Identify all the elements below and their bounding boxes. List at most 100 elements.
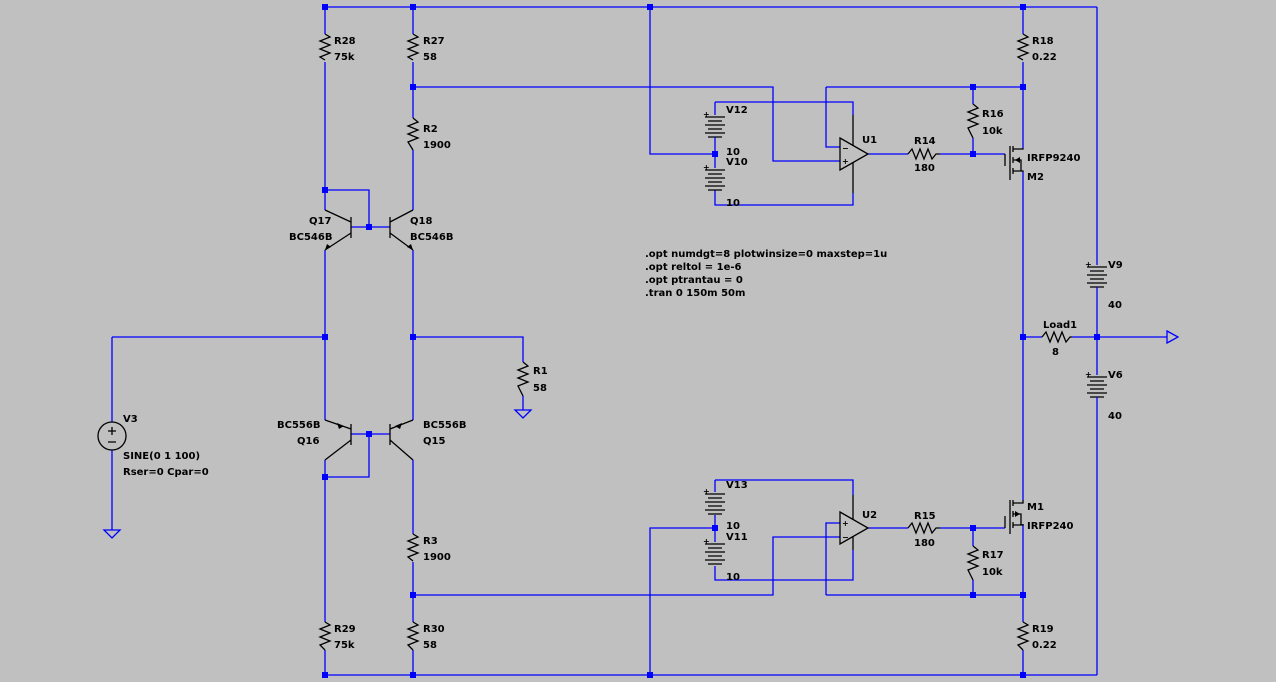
v12-label: V12 [726, 105, 748, 116]
v11-value: 10 [726, 572, 740, 583]
q16-model: BC556B [277, 420, 320, 431]
r30-label: R30 [423, 624, 445, 635]
m2-label: M2 [1027, 172, 1044, 183]
v13-label: V13 [726, 480, 748, 491]
v9-value: 40 [1108, 300, 1122, 311]
opamp-u2[interactable]: + − U2 [839, 495, 877, 550]
v10-label: V10 [726, 157, 748, 168]
u1-label: U1 [862, 135, 877, 146]
load1-value: 8 [1052, 347, 1059, 358]
r14-label: R14 [914, 136, 936, 147]
directive-line: .tran 0 150m 50m [645, 288, 745, 299]
q16-label: Q16 [297, 436, 319, 447]
r3-label: R3 [423, 536, 438, 547]
resistor-r29[interactable]: R29 75k [318, 621, 356, 651]
mosfet-m2[interactable]: IRFP9240 M2 [1004, 146, 1080, 183]
r15-label: R15 [914, 511, 936, 522]
r29-label: R29 [334, 624, 356, 635]
ground-icon [102, 529, 122, 539]
transistor-q15[interactable]: BC556B Q15 [389, 419, 466, 461]
transistor-q16[interactable]: BC556B Q16 [277, 419, 352, 461]
resistor-r3[interactable]: R3 1900 [406, 533, 451, 563]
r18-label: R18 [1032, 36, 1054, 47]
v9-plus-sign: + [1085, 260, 1092, 269]
r27-value: 58 [423, 52, 437, 63]
q17-label: Q17 [309, 216, 331, 227]
r17-value: 10k [982, 567, 1003, 578]
r16-label: R16 [982, 109, 1004, 120]
r2-value: 1900 [423, 140, 451, 151]
r1-value: 58 [533, 383, 547, 394]
resistor-r15[interactable]: R15 180 [907, 511, 940, 549]
v10-value: 10 [726, 198, 740, 209]
resistor-r30[interactable]: R30 58 [406, 621, 445, 651]
junction-dots [322, 4, 1100, 678]
battery-v10[interactable]: + V10 10 [703, 157, 748, 209]
transistor-q17[interactable]: Q17 BC546B [289, 209, 352, 251]
u2-label: U2 [862, 510, 877, 521]
directive-line: .opt ptrantau = 0 [645, 275, 743, 286]
flag-triangle-icon[interactable] [1166, 329, 1180, 345]
resistor-r19[interactable]: R19 0.22 [1016, 621, 1057, 651]
v9-label: V9 [1108, 260, 1123, 271]
r28-label: R28 [334, 36, 356, 47]
v13-plus-sign: + [703, 487, 710, 496]
mosfet-m1[interactable]: M1 IRFP240 [1004, 500, 1073, 534]
resistor-r28[interactable]: R28 75k [318, 33, 356, 63]
r16-value: 10k [982, 126, 1003, 137]
r2-label: R2 [423, 124, 438, 135]
v11-label: V11 [726, 532, 748, 543]
opamp-u1[interactable]: − + U1 [839, 115, 877, 193]
r18-value: 0.22 [1032, 52, 1057, 63]
transistor-q18[interactable]: Q18 BC546B [389, 209, 453, 251]
resistor-r18[interactable]: R18 0.22 [1016, 33, 1057, 63]
u2-minus-sign: − [842, 533, 849, 542]
v10-plus-sign: + [703, 163, 710, 172]
m1-label: M1 [1027, 502, 1044, 513]
m2-model: IRFP9240 [1027, 153, 1080, 164]
r1-label: R1 [533, 366, 548, 377]
resistor-r17[interactable]: R17 10k [966, 545, 1004, 581]
r29-value: 75k [334, 640, 355, 651]
v6-plus-sign: + [1085, 370, 1092, 379]
r17-label: R17 [982, 550, 1004, 561]
v3-label: V3 [123, 414, 138, 425]
resistor-r1[interactable]: R1 58 [516, 361, 548, 397]
v13-value: 10 [726, 521, 740, 532]
voltage-source-v3[interactable]: V3 SINE(0 1 100) Rser=0 Cpar=0 [97, 414, 209, 478]
resistor-r27[interactable]: R27 58 [406, 33, 445, 63]
battery-v13[interactable]: + V13 10 [703, 480, 748, 532]
r28-value: 75k [334, 52, 355, 63]
load1-label: Load1 [1043, 320, 1077, 331]
battery-v6[interactable]: + V6 40 [1085, 370, 1123, 422]
resistor-r16[interactable]: R16 10k [966, 103, 1004, 139]
u1-plus-sign: + [842, 157, 849, 166]
directive-line: .opt numdgt=8 plotwinsize=0 maxstep=1u [645, 249, 887, 260]
m1-model: IRFP240 [1027, 521, 1073, 532]
v3-params: Rser=0 Cpar=0 [123, 467, 209, 478]
ground-icon [513, 409, 533, 419]
r30-value: 58 [423, 640, 437, 651]
r3-value: 1900 [423, 552, 451, 563]
q18-label: Q18 [410, 216, 432, 227]
r19-label: R19 [1032, 624, 1054, 635]
r27-label: R27 [423, 36, 445, 47]
q15-label: Q15 [423, 436, 445, 447]
spice-directives: .opt numdgt=8 plotwinsize=0 maxstep=1u .… [645, 249, 887, 299]
v11-plus-sign: + [703, 537, 710, 546]
wires [111, 6, 1167, 676]
resistor-load1[interactable]: Load1 8 [1041, 320, 1077, 358]
directive-line: .opt reltol = 1e-6 [645, 262, 742, 273]
u1-minus-sign: − [842, 144, 849, 153]
u2-plus-sign: + [842, 519, 849, 528]
r19-value: 0.22 [1032, 640, 1057, 651]
q18-model: BC546B [410, 232, 453, 243]
battery-v11[interactable]: + V11 10 [703, 532, 748, 583]
battery-v12[interactable]: + V12 10 [703, 105, 748, 158]
battery-v9[interactable]: + V9 40 [1085, 260, 1123, 311]
v12-plus-sign: + [703, 110, 710, 119]
r15-value: 180 [914, 538, 935, 549]
resistor-r14[interactable]: R14 180 [907, 136, 940, 174]
resistor-r2[interactable]: R2 1900 [406, 117, 451, 151]
